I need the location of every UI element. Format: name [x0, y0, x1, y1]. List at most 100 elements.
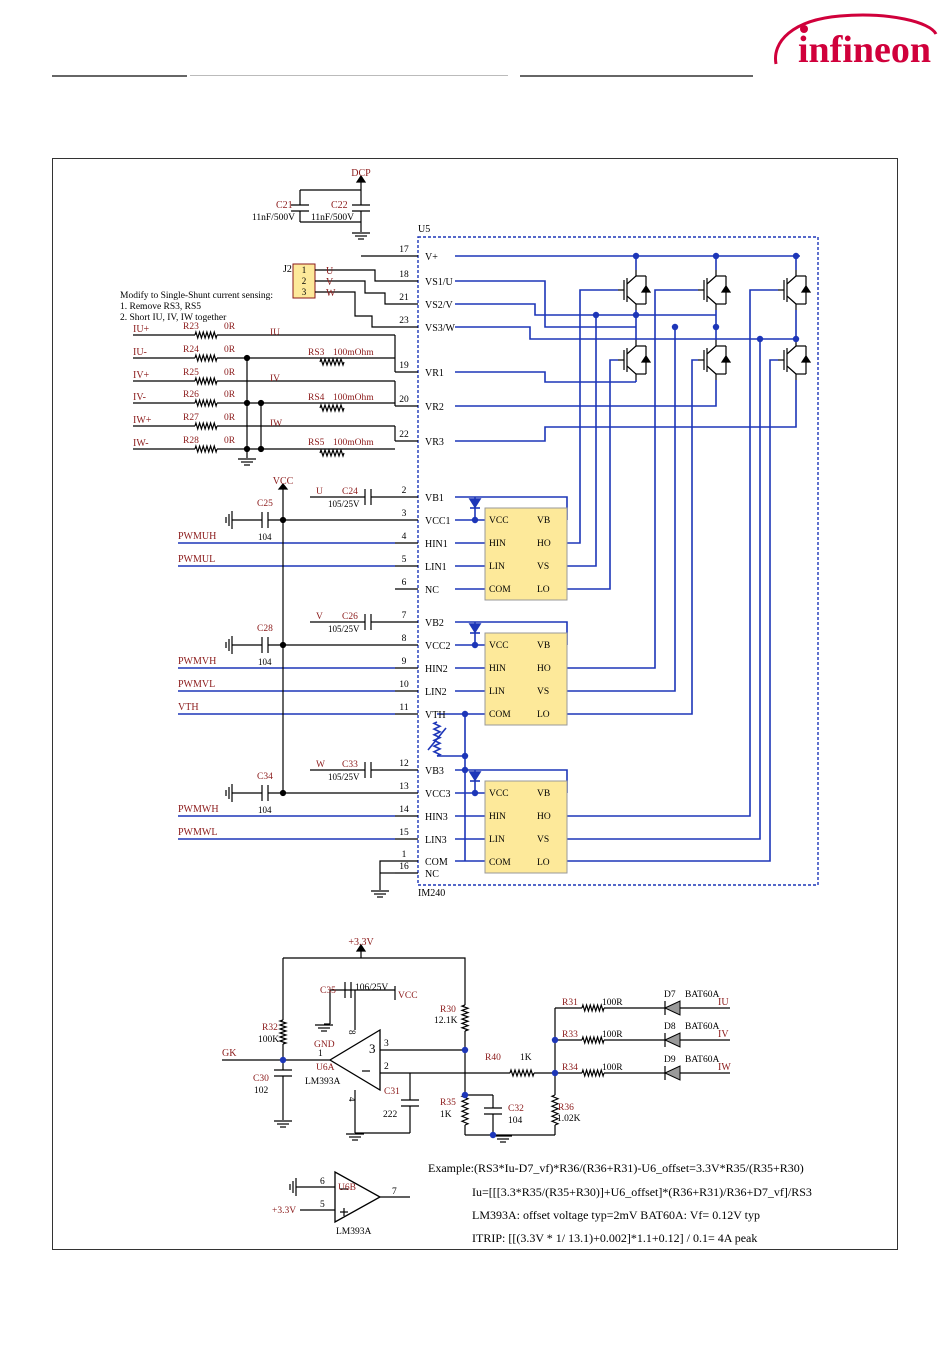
c22-capacitor — [352, 204, 370, 212]
vcc-net-label: VCC — [273, 476, 294, 487]
pin-name: LIN2 — [425, 687, 447, 698]
v-net: V — [326, 277, 334, 288]
label: C32 — [508, 1104, 524, 1114]
pin-name: VB3 — [425, 766, 444, 777]
label: R32 — [262, 1023, 278, 1033]
label: RS3 — [308, 348, 325, 358]
u6a-comparator — [328, 1028, 381, 1092]
wire — [567, 327, 676, 692]
driver-pin: HIN — [489, 539, 506, 549]
label: BAT60A — [685, 990, 719, 1000]
vcc-capacitor — [261, 512, 269, 528]
input-resistor — [194, 397, 218, 409]
igbt-transistor — [778, 340, 812, 380]
c30-capacitor — [274, 1069, 292, 1077]
j2-ref: J2 — [283, 264, 292, 275]
label: R27 — [183, 413, 199, 423]
gate-driver-ic — [484, 632, 568, 726]
label: 0R — [224, 322, 236, 332]
pin-number: 11 — [399, 703, 408, 713]
driver-pin: VS — [537, 835, 549, 845]
junction-dot — [792, 252, 800, 260]
r40-resistor — [509, 1068, 535, 1078]
shunt-input-label: IW+ — [133, 415, 152, 426]
label: R34 — [562, 1063, 578, 1073]
r35-resistor — [460, 1094, 470, 1126]
series-resistor — [581, 1034, 605, 1046]
label: IU — [718, 997, 729, 1008]
modify-note: 1. Remove RS3, RS5 — [120, 302, 201, 312]
ground-symbol — [225, 636, 233, 654]
shunt-input-label: IV- — [133, 392, 146, 403]
label: 0R — [224, 413, 236, 423]
pin-number: 16 — [399, 862, 409, 872]
pin-name: VR3 — [425, 437, 444, 448]
input-resistor — [194, 443, 218, 455]
pin-name: VS2/V — [425, 300, 454, 311]
igbt-transistor — [618, 270, 652, 310]
label: 100mOhm — [333, 438, 374, 448]
driver-pin: VS — [537, 687, 549, 697]
label: LM393A — [305, 1077, 341, 1087]
driver-pin: LO — [537, 710, 550, 720]
junction-dot — [592, 311, 600, 319]
pwm-label: PWMUL — [178, 554, 215, 565]
driver-pin: COM — [489, 585, 511, 595]
label: 100R — [602, 998, 623, 1008]
label: 0R — [224, 436, 236, 446]
wire — [283, 957, 466, 1005]
label: C21 — [276, 200, 293, 211]
label: U — [316, 487, 323, 497]
pin-number: 21 — [399, 293, 409, 303]
pin-name: VTH — [425, 710, 446, 721]
v33-label: +3.3V — [348, 937, 374, 948]
label: C22 — [331, 200, 348, 211]
shunt-input-label: IU+ — [133, 324, 150, 335]
connector-pin: 2 — [302, 276, 307, 286]
pin-name: VB2 — [425, 618, 444, 629]
bootstrap-capacitor — [364, 614, 372, 630]
junction-dot — [471, 516, 479, 524]
driver-pin: LIN — [489, 687, 505, 697]
wire — [455, 380, 797, 442]
label: 4 — [347, 1097, 357, 1102]
label: 3 — [369, 1041, 376, 1056]
wire — [567, 315, 597, 567]
label: 100K — [258, 1035, 279, 1045]
shunt-input-label: IW- — [133, 438, 149, 449]
label: 105/25V — [328, 624, 360, 634]
label: 106/25V — [355, 983, 388, 993]
pin-name: VB1 — [425, 493, 444, 504]
label: R35 — [440, 1098, 456, 1108]
pin-name: HIN3 — [425, 812, 448, 823]
schottky-diode — [663, 1065, 681, 1081]
pin-name: VCC2 — [425, 641, 451, 652]
igbt-transistor — [778, 270, 812, 310]
equation: LM393A: offset voltage typ=2mV BAT60A: V… — [472, 1208, 760, 1222]
driver-pin: HIN — [489, 664, 506, 674]
label: LM393A — [336, 1227, 372, 1237]
wire — [315, 280, 395, 305]
r36-resistor — [550, 1094, 560, 1126]
c35-capacitor — [344, 982, 352, 998]
r30-resistor — [460, 1004, 470, 1032]
ground-symbol — [371, 890, 389, 898]
junction-dot — [257, 399, 265, 407]
ground-symbol — [315, 1024, 333, 1032]
pin-name: HIN1 — [425, 539, 448, 550]
pin-number: 15 — [399, 828, 409, 838]
ground-symbol — [494, 1135, 512, 1143]
c32-capacitor — [484, 1107, 502, 1115]
label: 11nF/500V — [252, 213, 295, 223]
label: U6B — [338, 1183, 356, 1193]
label: C25 — [257, 499, 273, 509]
label: 222 — [383, 1110, 398, 1120]
wire — [455, 303, 716, 316]
label: BAT60A — [685, 1022, 719, 1032]
driver-pin: LO — [537, 585, 550, 595]
pwm-label: PWMVL — [178, 679, 215, 690]
junction-dot — [792, 335, 800, 343]
im240-part-label: IM240 — [418, 888, 445, 899]
series-resistor — [581, 1067, 605, 1079]
pin-number: 14 — [399, 805, 409, 815]
